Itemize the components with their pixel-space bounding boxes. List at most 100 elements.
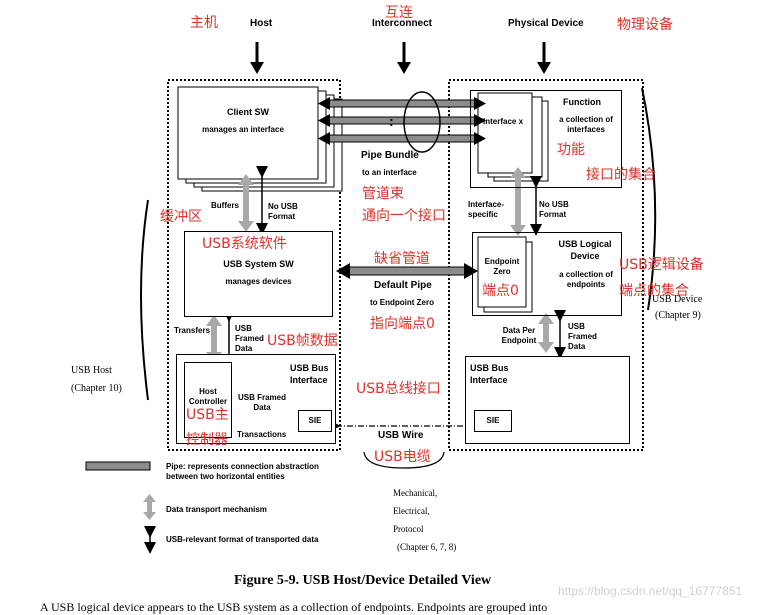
legend-pipe-swatch <box>85 461 151 471</box>
cn-usb-wire: USB电缆 <box>374 449 431 465</box>
header-interconnect: Interconnect <box>372 18 433 29</box>
pipe-bundle-ellipse <box>403 91 441 153</box>
host-sie-label: SIE <box>308 416 322 425</box>
figure-caption: Figure 5-9. USB Host/Device Detailed Vie… <box>234 573 492 588</box>
wire-desc-line3: Protocol <box>393 524 424 534</box>
pipe-bundle-label: Pipe Bundle <box>361 150 419 161</box>
device-bracket <box>641 87 657 311</box>
data-per-endpoint-line1: Data Per <box>502 326 536 335</box>
cn-usb-framed: USB帧数据 <box>267 333 338 349</box>
device-down-arrow <box>537 42 551 74</box>
function-sub-line2: interfaces <box>567 125 605 134</box>
interface-x-label: Interface x <box>483 117 524 126</box>
pipe-bundle-ellipsis: : <box>389 113 394 129</box>
host-bus-interface-title: USB Bus Interface <box>290 362 329 386</box>
device-bus-interface-box <box>465 356 630 444</box>
cn-usb-logical-device: USB逻辑设备 <box>619 257 704 273</box>
legend-format-text: USB-relevant format of transported data <box>166 535 319 544</box>
cn-physical-device: 物理设备 <box>617 17 673 33</box>
function-sub-line1: a collection of <box>559 115 613 124</box>
usb-system-sw-subtitle: manages devices <box>225 277 292 286</box>
pipe-bundle-subtitle: to an interface <box>362 168 417 177</box>
device-usb-framed-label: USB Framed Data <box>568 322 597 352</box>
host-sie-box <box>298 410 332 432</box>
device-no-usb-format-label: No USB Format <box>539 200 569 220</box>
host-usb-framed-data-label: USB Framed Data <box>236 393 288 413</box>
cn-function: 功能 <box>557 142 585 158</box>
device-usb-framed-line1: USB <box>568 322 585 331</box>
host-usb-framed-data-line1: USB Framed <box>237 393 286 402</box>
client-sw-title: Client SW <box>227 107 269 117</box>
host-no-usb-format-line2: Format <box>268 212 296 221</box>
endpoint-zero-label: Endpoint Zero <box>478 257 526 277</box>
data-per-endpoint-label: Data Per Endpoint <box>496 326 542 346</box>
device-endpoint-transport-arrow <box>538 313 554 353</box>
usb-wire-label: USB Wire <box>378 430 424 441</box>
usb-system-sw-title: USB System SW <box>223 259 294 269</box>
cn-host-controller-1: USB主 <box>186 407 229 423</box>
function-subtitle: a collection of interfaces <box>552 115 620 135</box>
data-per-endpoint-line2: Endpoint <box>501 336 537 345</box>
host-bus-interface-line1: USB Bus <box>290 363 329 373</box>
host-usb-framed-line1: USB <box>235 324 252 333</box>
host-usb-framed-data-line2: Data <box>253 403 271 412</box>
legend-pipe-text: Pipe: represents connection abstraction … <box>166 462 319 482</box>
host-usb-framed-line2: Framed <box>235 334 264 343</box>
usb-host-label: USB Host (Chapter 10) <box>71 362 122 398</box>
cn-pipe-bundle-sub: 通向一个接口 <box>362 208 446 224</box>
host-controller-box <box>184 362 232 438</box>
header-host: Host <box>250 18 273 29</box>
function-title: Function <box>563 97 601 107</box>
interconnect-down-arrow <box>397 42 411 74</box>
cn-to-endpoint-zero: 指向端点0 <box>370 316 435 332</box>
host-usb-framed-line3: Data <box>235 344 253 353</box>
endpoint-zero-box <box>477 236 527 308</box>
cn-usb-system-sw: USB系统软件 <box>202 236 287 252</box>
host-bracket <box>140 199 149 401</box>
watermark: https://blog.csdn.net/qq_16777851 <box>558 584 743 598</box>
host-usb-framed-label: USB Framed Data <box>235 324 264 354</box>
interface-specific-line2: specific <box>468 210 498 219</box>
bottom-text: A USB logical device appears to the USB … <box>40 600 548 614</box>
usb-wire-brace <box>363 451 445 469</box>
device-bus-interface-line2: Interface <box>470 375 508 385</box>
endpoint-zero-line1: Endpoint <box>484 257 520 266</box>
usb-logical-device-subtitle: a collection of endpoints <box>552 270 620 290</box>
host-no-usb-format-line1: No USB <box>268 202 298 211</box>
logical-sub-line1: a collection of <box>559 270 613 279</box>
buffers-label: Buffers <box>211 201 240 210</box>
client-sw-box <box>177 86 319 180</box>
host-controller-line2: Controller <box>188 397 228 406</box>
function-box <box>470 90 622 188</box>
cn-pipe-bundle: 管道束 <box>362 186 404 202</box>
cn-interconnect: 互连 <box>385 5 413 21</box>
logical-device-line1: USB Logical <box>558 239 612 249</box>
interface-specific-line1: Interface- <box>468 200 505 209</box>
transactions-label: Transactions <box>237 430 287 439</box>
device-usb-framed-line3: Data <box>568 342 586 351</box>
legend-pipe-line1: Pipe: represents connection abstraction <box>166 462 319 471</box>
legend-transport-text: Data transport mechanism <box>166 505 267 514</box>
usb-logical-device-title: USB Logical Device <box>548 238 622 262</box>
device-sie-label: SIE <box>486 416 500 425</box>
usb-system-sw-box <box>184 231 333 317</box>
default-pipe <box>336 263 478 279</box>
cn-interfaces-set: 接口的集合 <box>586 167 656 183</box>
cn-endpoint-zero: 端点0 <box>482 283 519 299</box>
cn-host: 主机 <box>190 15 218 31</box>
usb-device-label-line1: USB Device <box>652 294 703 305</box>
default-pipe-subtitle: to Endpoint Zero <box>370 298 434 307</box>
legend-pipe-line2: between two horizontal entities <box>166 472 285 481</box>
host-no-usb-format-label: No USB Format <box>268 202 298 222</box>
interface-specific-label: Interface- specific <box>468 200 504 220</box>
client-sw-subtitle: manages an interface <box>202 125 284 134</box>
wire-desc-line1: Mechanical, <box>393 488 438 498</box>
usb-wire-description: Mechanical, Electrical, Protocol (Chapte… <box>393 484 456 556</box>
host-down-arrow <box>250 42 264 74</box>
endpoint-zero-line2: Zero <box>493 267 511 276</box>
host-buffers-transport-arrow <box>238 174 254 232</box>
host-frame <box>167 79 341 451</box>
cn-default-pipe: 缺省管道 <box>374 251 430 267</box>
usb-host-label-line1: USB Host <box>71 365 112 376</box>
